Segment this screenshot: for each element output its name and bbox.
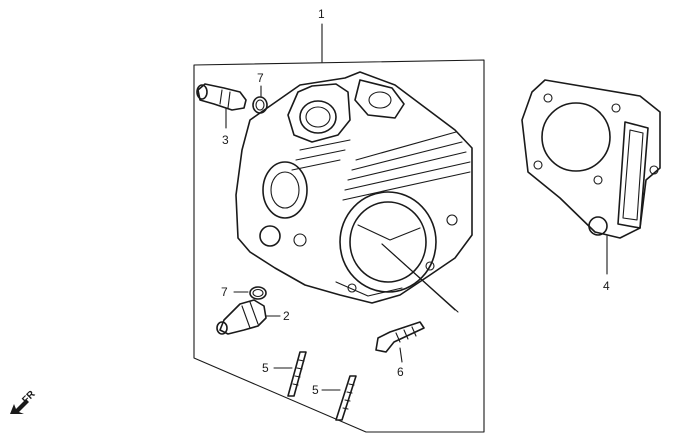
callout-5-lower-label: 5: [312, 383, 319, 397]
callout-1: 1: [318, 7, 325, 63]
head-gasket: [521, 79, 661, 239]
callout-2-label: 2: [283, 309, 290, 323]
stud-5-lower: 5: [312, 375, 357, 421]
callout-7-upper: 7: [252, 71, 268, 114]
callout-7-lower-label: 7: [221, 285, 228, 299]
callout-3-label: 3: [222, 133, 229, 147]
front-arrow-icon: FR: [10, 388, 38, 414]
callout-4-label: 4: [603, 279, 610, 293]
callout-5-upper-label: 5: [262, 361, 269, 375]
stud-5-upper: 5: [262, 351, 307, 397]
callout-2: 2: [216, 299, 290, 335]
callout-3: 3: [196, 83, 247, 147]
callout-7-lower: 7: [221, 285, 267, 300]
callout-7-upper-label: 7: [257, 71, 264, 85]
leader-bore-to-bolt: [381, 243, 459, 313]
assembly-outline: [193, 59, 485, 433]
cylinder-head: [235, 71, 473, 304]
bolt-6: 6: [375, 321, 425, 379]
callout-6-label: 6: [397, 365, 404, 379]
callout-4: 4: [603, 235, 610, 293]
callout-1-label: 1: [318, 7, 325, 21]
